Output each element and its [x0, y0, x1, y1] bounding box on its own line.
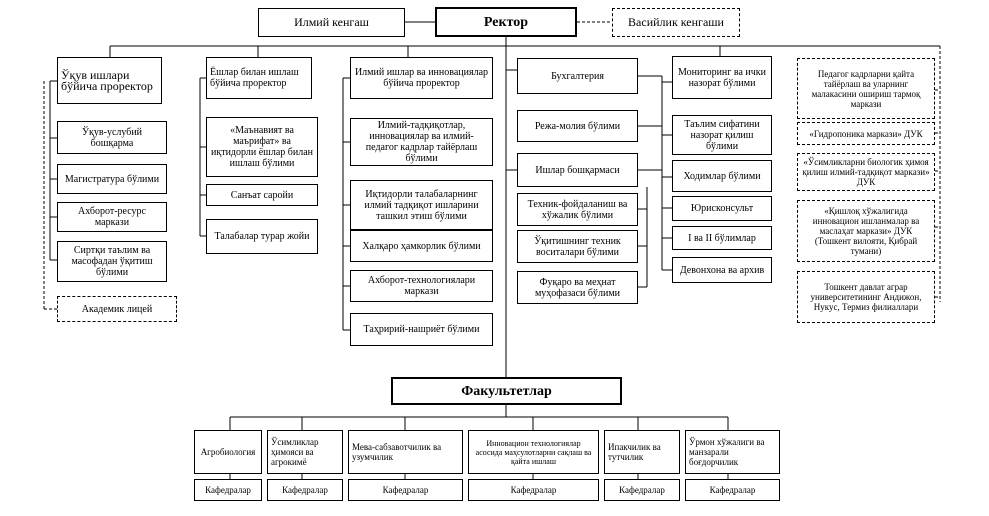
- dept-technical-maintenance: Техник-фойдаланиш ва хўжалик бўлими: [517, 193, 638, 226]
- dept-information-resource-center: Ахборот-ресурс маркази: [57, 202, 167, 232]
- scientific-council-box: Илмий кенгаш: [258, 8, 405, 37]
- innovation-consulting-center-box: «Қишлоқ хўжалигида инновацион ишланмалар…: [797, 200, 935, 262]
- departments-horticulture: Кафедралар: [348, 479, 463, 501]
- dept-gifted-students-research: Иқтидорли талабаларнинг илмий тадқиқот и…: [350, 180, 493, 230]
- dept-administration: Ишлар бошқармаси: [517, 153, 638, 187]
- dept-masters: Магистратура бўлими: [57, 164, 167, 194]
- dept-educational-methods: Ўқув-услубий бошқарма: [57, 121, 167, 154]
- dept-office-archive: Девонхона ва архив: [672, 257, 772, 283]
- dept-international-cooperation: Халқаро ҳамкорлик бўлими: [350, 230, 493, 262]
- faculty-innovative-storage: Инновацион технологиялар асосида маҳсуло…: [468, 430, 599, 474]
- dept-distance-learning: Сиртқи таълим ва масофадан ўқитиш бўлими: [57, 241, 167, 282]
- dept-monitoring-control: Мониторинг ва ички назорат бўлими: [672, 56, 772, 99]
- dept-it-center: Ахборот-технологиялари маркази: [350, 270, 493, 302]
- faculties-box: Факультетлар: [391, 377, 622, 405]
- vice-rector-academic-box: Ўқув ишлари бўйича проректор: [57, 57, 162, 104]
- vice-rector-youth-box: Ёшлар билан ишлаш бўйича проректор: [206, 57, 312, 99]
- departments-innovative-storage: Кафедралар: [468, 479, 599, 501]
- vice-rector-science-box: Илмий ишлар ва инновациялар бўйича проре…: [350, 57, 493, 99]
- departments-sericulture: Кафедралар: [604, 479, 680, 501]
- dept-quality-control: Таълим сифатини назорат қилиш бўлими: [672, 115, 772, 155]
- dept-planning-finance: Режа-молия бўлими: [517, 110, 638, 142]
- rector-box: Ректор: [435, 7, 577, 37]
- dept-personnel: Ходимлар бўлими: [672, 160, 772, 192]
- dept-accounting: Бухгалтерия: [517, 58, 638, 94]
- dept-first-second: I ва II бўлимлар: [672, 226, 772, 250]
- branches-box: Тошкент давлат аграр университетининг Ан…: [797, 271, 935, 323]
- faculty-sericulture: Ипакчилик ва тутчилик: [604, 430, 680, 474]
- academic-lyceum-box: Академик лицей: [57, 296, 177, 322]
- dept-student-dormitory: Талабалар турар жойи: [206, 219, 318, 254]
- departments-plant-protection: Кафедралар: [267, 479, 343, 501]
- faculty-agrobiology: Агробиология: [194, 430, 262, 474]
- board-of-trustees-box: Васийлик кенгаши: [612, 8, 740, 37]
- dept-spirituality: «Маънавият ва маърифат» ва иқтидорли ёшл…: [206, 117, 318, 177]
- dept-teaching-equipment: Ўқитишнинг техник воситалари бўлими: [517, 230, 638, 263]
- bio-protection-center-box: «Ўсимликларни биологик ҳимоя қилиш илмий…: [797, 153, 935, 191]
- dept-civil-labor-protection: Фуқаро ва меҳнат муҳофазаси бўлими: [517, 271, 638, 304]
- departments-agrobiology: Кафедралар: [194, 479, 262, 501]
- dept-research-innovation: Илмий-тадқиқотлар, инновациялар ва илмий…: [350, 118, 493, 166]
- retraining-center-box: Педагог кадрларни қайта тайёрлаш ва улар…: [797, 58, 935, 119]
- faculty-horticulture: Мева-сабзавотчилик ва узумчилик: [348, 430, 463, 474]
- dept-editorial-publishing: Таҳририй-нашриёт бўлими: [350, 313, 493, 346]
- dept-arts-palace: Санъат саройи: [206, 184, 318, 206]
- faculty-forestry: Ўрмон хўжалиги ва манзарали боғдорчилик: [685, 430, 780, 474]
- hydroponics-center-box: «Гидропоника маркази» ДУК: [797, 122, 935, 145]
- departments-forestry: Кафедралар: [685, 479, 780, 501]
- faculty-plant-protection: Ўсимликлар ҳимояси ва агрокимё: [267, 430, 343, 474]
- dept-legal-counsel: Юрисконсульт: [672, 196, 772, 221]
